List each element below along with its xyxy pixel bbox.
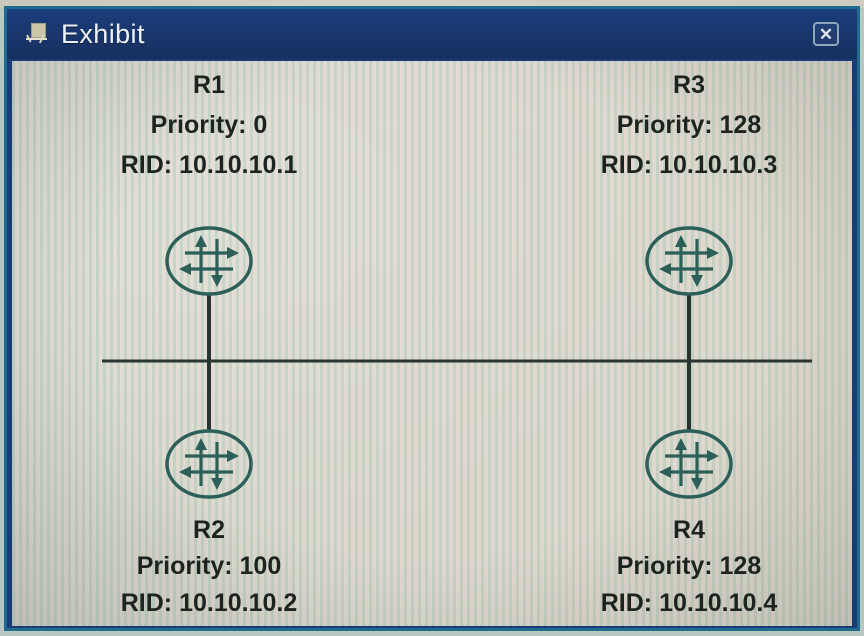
window-title-bar: Exhibit ✕ [7,9,857,59]
router-r3-name: R3 [673,71,705,99]
router-node-r1[interactable]: R1 Priority: 0 RID: 10.10.10.1 [121,71,298,296]
router-r2-priority: Priority: 100 [137,552,282,580]
router-node-r3[interactable]: R3 Priority: 128 RID: 10.10.10.3 [601,71,778,296]
router-node-r4[interactable]: R4 Priority: 128 RID: 10.10.10.4 [601,429,778,617]
router-r1-rid: RID: 10.10.10.1 [121,151,298,179]
router-node-r2[interactable]: R2 Priority: 100 RID: 10.10.10.2 [121,429,298,617]
router-r2-icon [165,429,253,499]
network-topology-diagram: R1 Priority: 0 RID: 10.10.10.1 R3 Priori… [102,71,812,617]
router-r4-priority: Priority: 128 [617,552,762,580]
router-r2-rid: RID: 10.10.10.2 [121,589,298,617]
exhibit-canvas: R1 Priority: 0 RID: 10.10.10.1 R3 Priori… [12,61,852,626]
router-r2-name: R2 [193,516,225,544]
router-r3-rid: RID: 10.10.10.3 [601,151,778,179]
router-r1-priority: Priority: 0 [151,111,268,139]
router-r3-priority: Priority: 128 [617,111,762,139]
router-r1-icon [165,226,253,296]
router-r4-name: R4 [673,516,705,544]
router-r1-name: R1 [193,71,225,99]
photo-top-edge [0,0,864,8]
router-r4-rid: RID: 10.10.10.4 [601,589,778,617]
easel-icon [25,22,51,46]
close-icon[interactable]: ✕ [813,22,839,46]
router-r3-icon [645,226,733,296]
window-title: Exhibit [61,18,145,49]
router-r4-icon [645,429,733,499]
exhibit-window: Exhibit ✕ [4,6,860,631]
